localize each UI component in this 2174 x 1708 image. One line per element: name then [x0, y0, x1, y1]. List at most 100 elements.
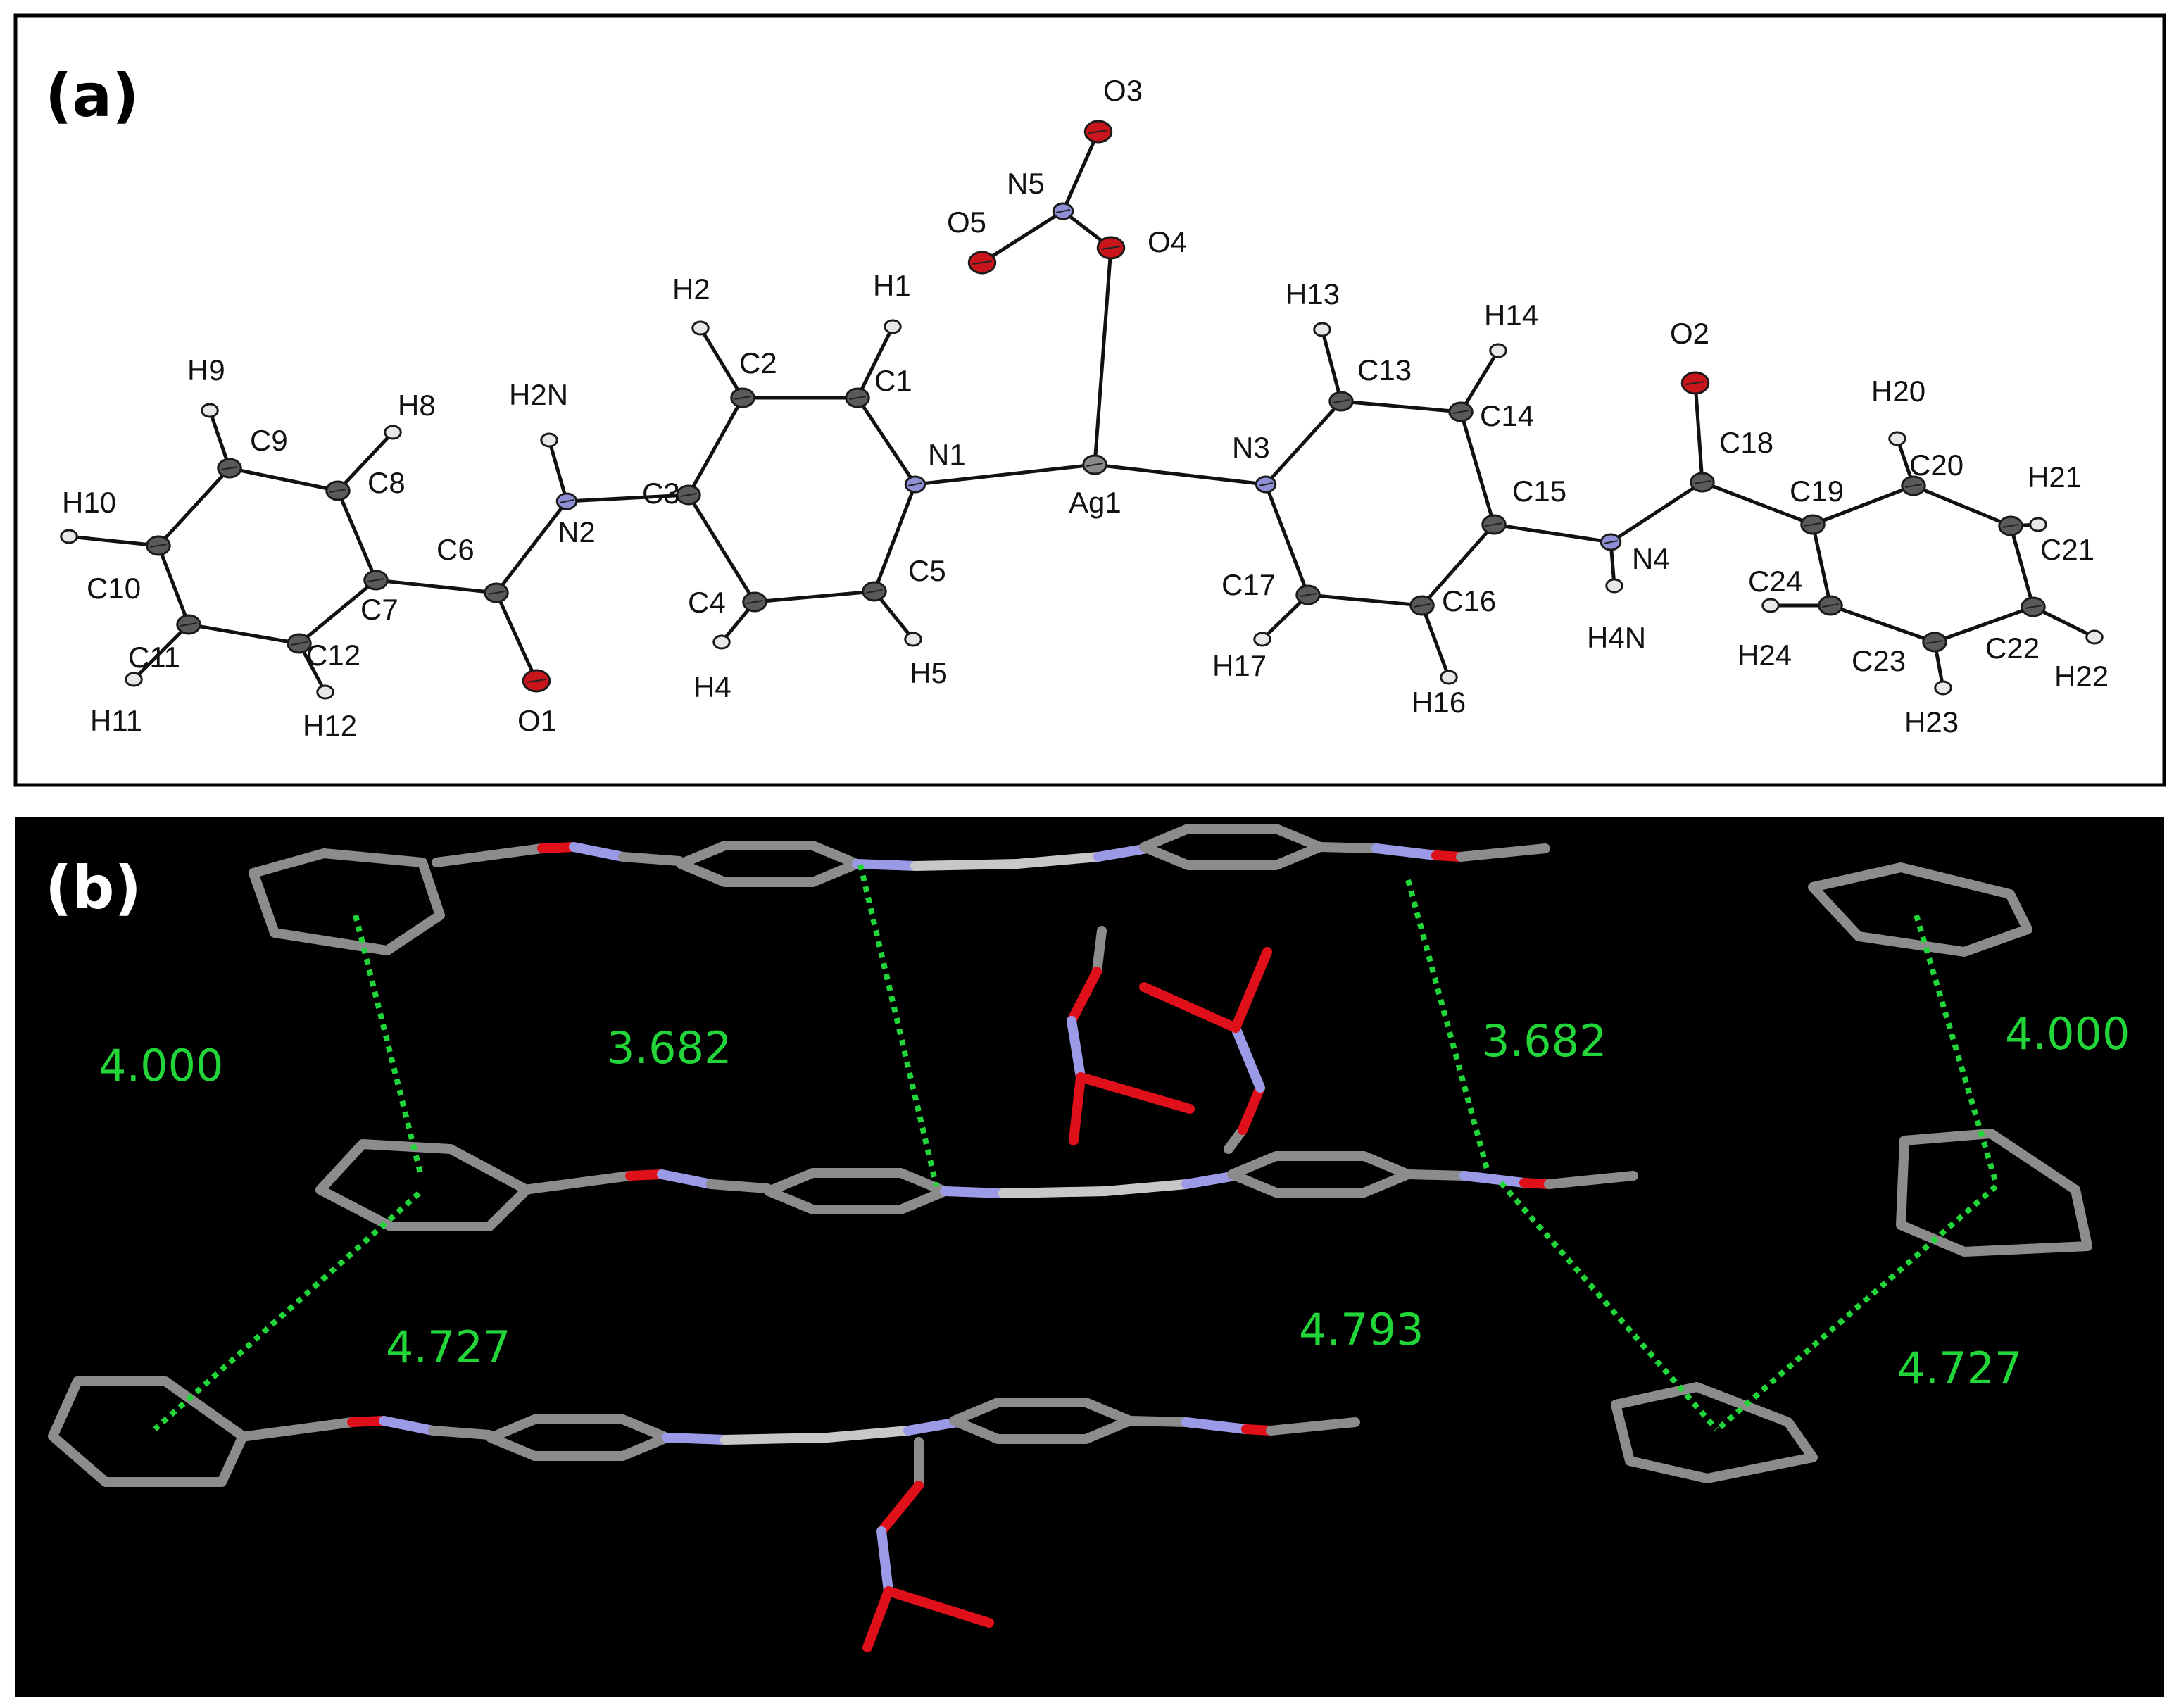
bond-C23-C24	[1828, 603, 1937, 644]
atom-N5-octant	[1055, 209, 1071, 213]
bond-C12-C7	[297, 578, 378, 646]
contact-line-4	[1914, 914, 1999, 1184]
atom-H14	[1489, 343, 1507, 358]
atom-label-C16: C16	[1442, 584, 1496, 617]
mol1-right-amide-c	[1315, 842, 1381, 853]
molecule-atoms	[60, 120, 2104, 700]
atom-label-C1: C1	[874, 364, 912, 397]
mol3-left-carbonyl-bond	[241, 1417, 357, 1441]
mol2-right-amide-c	[1403, 1169, 1469, 1181]
atom-label-H24: H24	[1738, 639, 1792, 672]
mol1-right-amide-n	[1371, 843, 1441, 860]
atom-label-O2: O2	[1670, 317, 1709, 350]
atom-label-C5: C5	[908, 554, 946, 587]
bond-C11-H11	[132, 622, 191, 682]
atom-H13	[1313, 322, 1331, 337]
mol3-nitrate-n	[876, 1526, 893, 1596]
mol3-nitrate-o-a	[862, 1586, 893, 1652]
atom-H9	[201, 403, 219, 418]
mol3-right-amide-n	[1181, 1417, 1251, 1434]
atom-label-C18: C18	[1719, 426, 1773, 459]
atom-H4N	[1605, 578, 1623, 594]
mol1-ag-right-bond	[1012, 852, 1103, 869]
atom-C10-octant	[150, 544, 167, 548]
mol1-left-carbonyl-oxygen	[537, 842, 579, 853]
bond-C21-C22	[2009, 524, 2035, 609]
atom-label-H20: H20	[1871, 375, 1925, 408]
mol2-nitrate-o-link	[1238, 1083, 1265, 1135]
mol3-nitrate-o-link	[876, 1481, 924, 1536]
atom-C14-octant	[1452, 410, 1469, 414]
atom-O2-octant	[1685, 381, 1705, 385]
bond-C15-C16	[1420, 522, 1496, 608]
distance-label-2: 3.682	[607, 1022, 732, 1074]
contact-line-6	[1498, 1181, 1719, 1431]
atom-C16-octant	[1414, 603, 1431, 608]
atom-H23	[1934, 680, 1952, 696]
bond-N1-C1	[855, 396, 917, 486]
atom-C18-octant	[1694, 480, 1711, 484]
bond-C4-C5	[753, 589, 876, 604]
mol1-ag-o-bond	[1092, 926, 1107, 977]
mol3-right-carbonyl-bond	[1266, 1417, 1360, 1436]
atom-H20	[1888, 431, 1906, 446]
atom-H1	[884, 319, 902, 334]
mol3-left-carbonyl-oxygen	[347, 1416, 389, 1427]
atom-label-N1: N1	[928, 438, 966, 471]
bond-N2-C6	[494, 499, 569, 595]
distance-label-7: 4.727	[1897, 1343, 2023, 1394]
atom-C15-octant	[1485, 522, 1502, 527]
atom-C5-octant	[866, 589, 883, 594]
atom-label-C7: C7	[360, 593, 398, 626]
contact-line-5	[153, 1191, 421, 1431]
mol2-right-amide-n	[1459, 1171, 1529, 1188]
atom-label-C24: C24	[1748, 565, 1802, 598]
atom-label-N5: N5	[1007, 167, 1045, 200]
bond-C3-C4	[686, 493, 757, 604]
bond-C18-C19	[1700, 480, 1815, 527]
bond-C18-O2	[1693, 381, 1704, 484]
bond-C7-C8	[336, 489, 378, 582]
atom-N2-octant	[559, 499, 574, 503]
mol3-right-phenyl-ring	[1611, 1382, 1818, 1483]
atom-N4-octant	[1603, 540, 1619, 544]
atom-label-H21: H21	[2028, 460, 2082, 494]
mol3-right-amide-c	[1125, 1416, 1191, 1427]
atom-label-Ag1: Ag1	[1069, 486, 1121, 519]
mol2-right-phenyl-ring	[1896, 1129, 2092, 1257]
mol1-nitrate-n	[1067, 1016, 1086, 1082]
atom-label-C8: C8	[367, 466, 406, 499]
mol3-left-amide-c	[428, 1426, 494, 1440]
mol2-nitrate-o-b	[1231, 947, 1272, 1033]
mol2-right-pyridine-n	[1181, 1171, 1240, 1189]
bond-C19-C20	[1811, 484, 1916, 527]
bond-Ag1-O4	[1093, 246, 1113, 467]
atom-label-C11: C11	[128, 641, 180, 674]
atom-label-C10: C10	[87, 572, 141, 605]
atom-label-N3: N3	[1232, 431, 1270, 464]
atom-label-C4: C4	[688, 586, 726, 619]
distance-label-3: 3.682	[1482, 1015, 1607, 1067]
mol1-right-phenyl-ring	[1808, 862, 2032, 957]
mol2-ag-left-bond	[998, 1186, 1110, 1198]
mol1-left-phenyl-ring	[249, 848, 445, 955]
atom-label-H11: H11	[90, 704, 142, 737]
atom-label-H17: H17	[1212, 649, 1267, 682]
bond-N3-C13	[1264, 399, 1343, 486]
atom-H5	[904, 632, 922, 647]
atom-H4	[712, 634, 731, 650]
bond-C1-H1	[855, 325, 895, 400]
bond-C14-H14	[1459, 348, 1500, 414]
atom-label-C21: C21	[2040, 533, 2094, 566]
atom-label-H23: H23	[1904, 705, 1959, 739]
contact-line-2	[857, 864, 939, 1187]
atom-C11-octant	[180, 622, 197, 627]
atom-label-C19: C19	[1790, 475, 1844, 508]
bond-N2-H2N	[547, 438, 569, 503]
atom-H10	[60, 529, 78, 544]
atom-label-H4N: H4N	[1587, 621, 1646, 654]
